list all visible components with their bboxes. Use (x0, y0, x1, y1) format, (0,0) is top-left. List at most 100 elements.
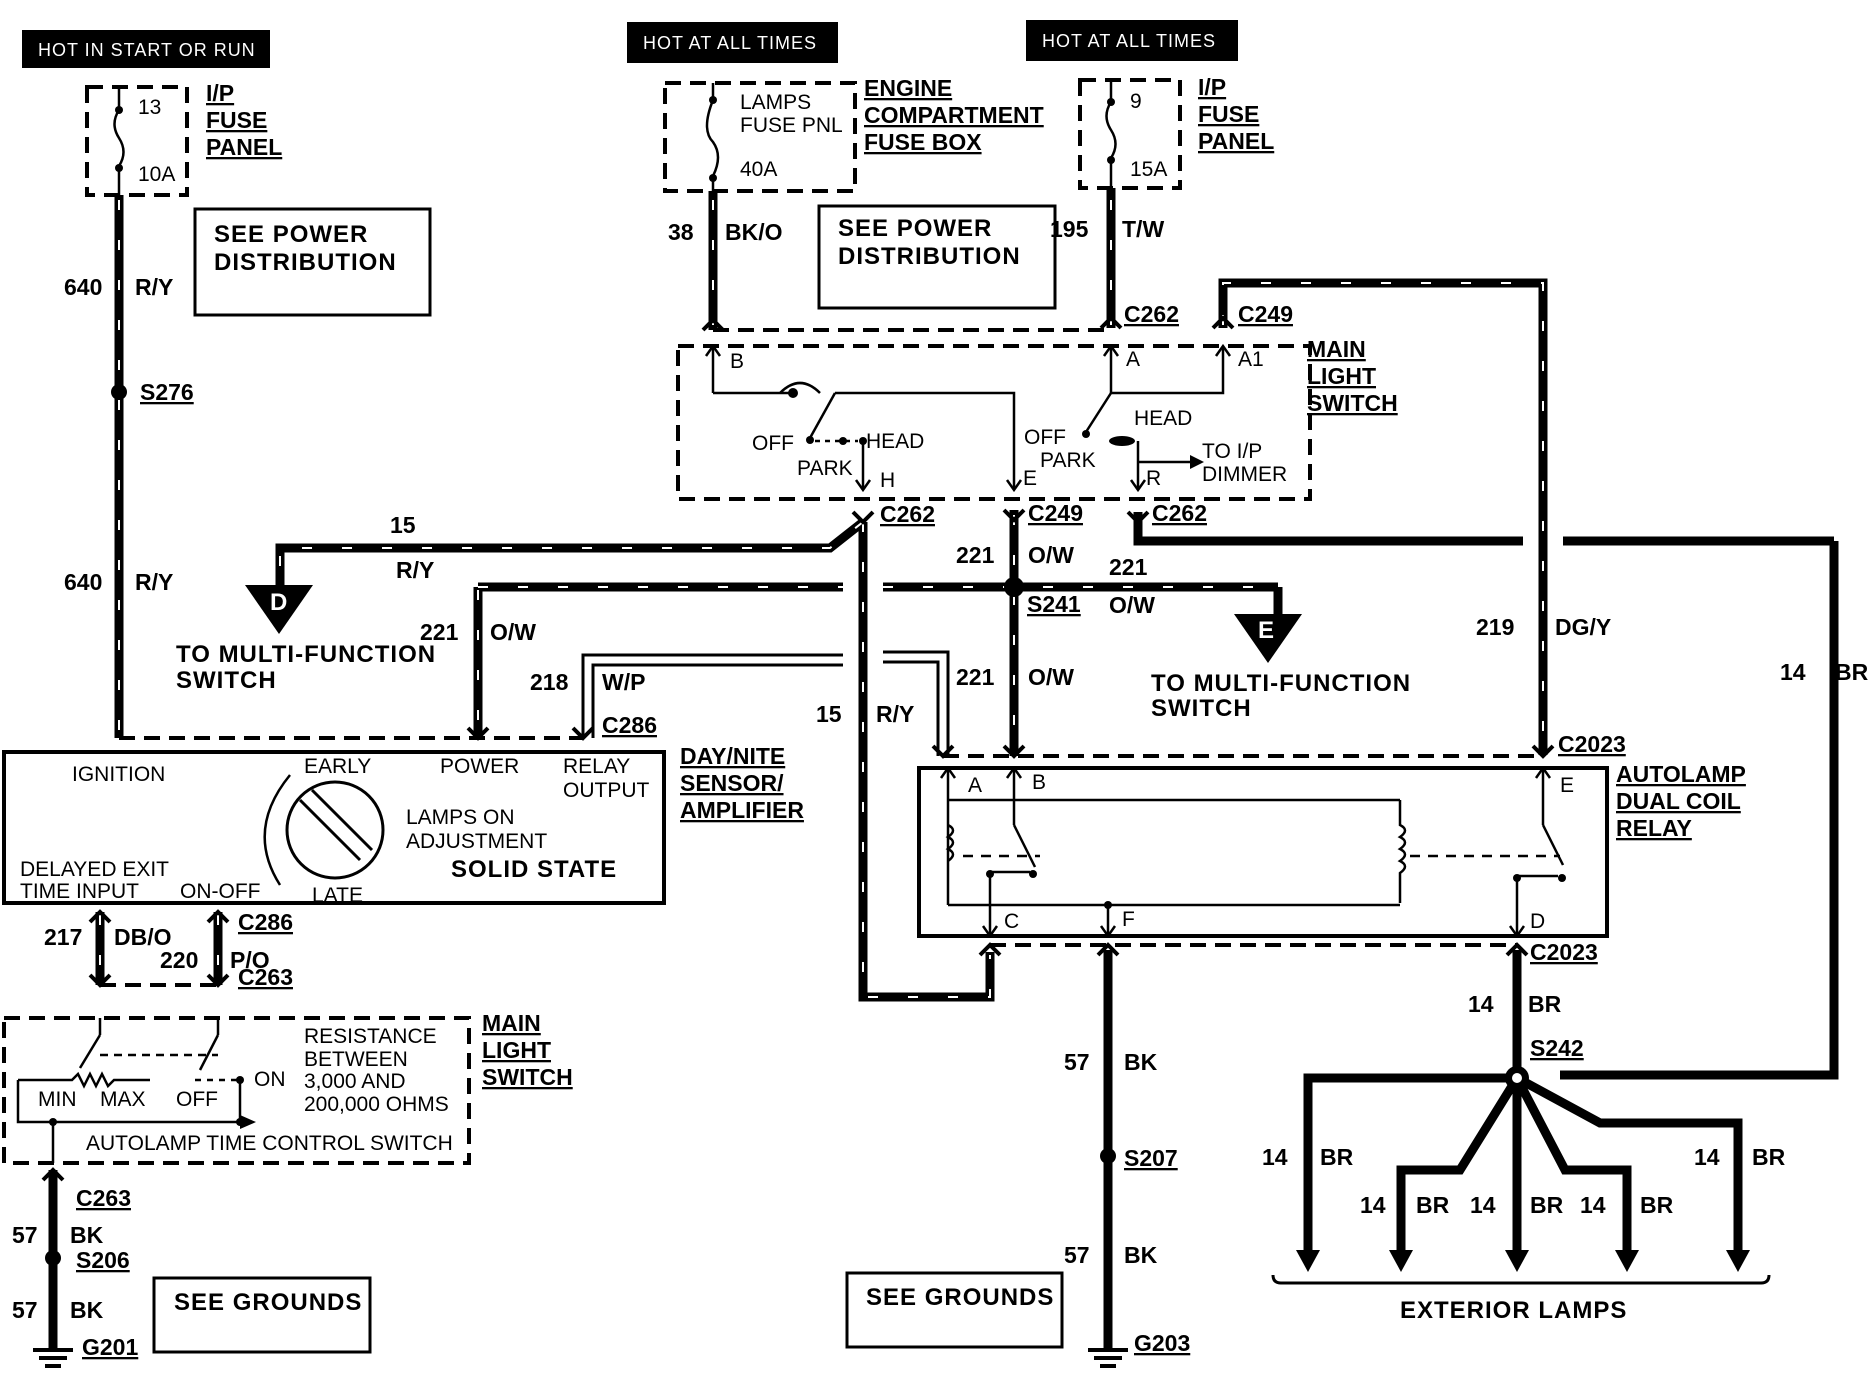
svg-text:C263: C263 (76, 1185, 131, 1211)
svg-text:R/Y: R/Y (396, 557, 434, 583)
svg-text:H: H (880, 469, 895, 492)
svg-text:38: 38 (668, 219, 694, 245)
svg-text:A: A (1126, 348, 1140, 371)
svg-text:A1: A1 (1238, 348, 1264, 371)
svg-text:RELAY: RELAY (1616, 815, 1692, 841)
svg-text:C249: C249 (1028, 500, 1083, 526)
svg-text:RESISTANCE: RESISTANCE (304, 1025, 437, 1048)
svg-text:EARLY: EARLY (304, 755, 371, 778)
svg-text:221: 221 (956, 542, 995, 568)
svg-text:TO I/P: TO I/P (1202, 440, 1262, 463)
svg-text:14: 14 (1360, 1192, 1386, 1218)
svg-text:C262: C262 (1152, 500, 1207, 526)
svg-text:57: 57 (12, 1297, 38, 1323)
svg-text:LIGHT: LIGHT (482, 1037, 551, 1063)
svg-text:FUSE PNL: FUSE PNL (740, 114, 843, 137)
svg-text:BK/O: BK/O (725, 219, 783, 245)
svg-text:DISTRIBUTION: DISTRIBUTION (214, 249, 397, 276)
svg-text:SEE GROUNDS: SEE GROUNDS (174, 1289, 362, 1316)
svg-text:SEE GROUNDS: SEE GROUNDS (866, 1284, 1054, 1311)
fuse-right-panel-label: I/P FUSE PANEL (1198, 74, 1274, 154)
svg-text:AMPLIFIER: AMPLIFIER (680, 797, 804, 823)
fuse-left-panel-label: I/P FUSE PANEL (206, 80, 282, 160)
svg-text:57: 57 (1064, 1049, 1090, 1075)
header-hot-all-times-2: HOT AT ALL TIMES (1026, 20, 1238, 61)
svg-text:G201: G201 (82, 1334, 138, 1360)
svg-text:SENSOR/: SENSOR/ (680, 770, 784, 796)
day-nite-sensor-label: DAY/NITE SENSOR/ AMPLIFIER (680, 743, 804, 823)
svg-text:14: 14 (1694, 1144, 1720, 1170)
svg-text:C2023: C2023 (1558, 731, 1626, 757)
day-nite-sensor: IGNITION EARLY POWER RELAY OUTPUT LAMPS … (2, 736, 666, 907)
svg-text:MAX: MAX (100, 1088, 146, 1111)
svg-text:R: R (1146, 467, 1161, 490)
svg-text:ENGINE: ENGINE (864, 75, 952, 101)
svg-text:OFF: OFF (1024, 426, 1066, 449)
svg-text:S206: S206 (76, 1247, 130, 1273)
svg-text:R/Y: R/Y (876, 701, 914, 727)
svg-text:POWER: POWER (440, 755, 519, 778)
svg-text:3,000 AND: 3,000 AND (304, 1070, 406, 1093)
svg-text:LATE: LATE (312, 884, 363, 907)
svg-text:195: 195 (1050, 216, 1089, 242)
svg-text:IGNITION: IGNITION (72, 763, 165, 786)
svg-text:640: 640 (64, 274, 102, 300)
note-see-grounds-2: SEE GROUNDS (845, 1271, 1064, 1349)
svg-text:217: 217 (44, 924, 82, 950)
svg-text:BR: BR (1640, 1192, 1674, 1218)
svg-text:SOLID STATE: SOLID STATE (451, 856, 617, 883)
svg-text:R/Y: R/Y (135, 569, 173, 595)
svg-text:OFF: OFF (752, 432, 794, 455)
svg-text:BR: BR (1320, 1144, 1354, 1170)
svg-text:I/P: I/P (206, 80, 234, 106)
header-hot-start-run: HOT IN START OR RUN (22, 30, 270, 68)
fuse-right: 9 15A (1078, 78, 1182, 190)
svg-text:40A: 40A (740, 158, 777, 181)
svg-text:G203: G203 (1134, 1330, 1190, 1356)
svg-text:ON-OFF: ON-OFF (180, 880, 260, 903)
svg-text:T/W: T/W (1122, 216, 1164, 242)
note-see-power-distribution-2: SEE POWER DISTRIBUTION (817, 204, 1057, 310)
ground-g201 (33, 1348, 73, 1368)
svg-text:14: 14 (1468, 991, 1494, 1017)
svg-text:HEAD: HEAD (866, 430, 924, 453)
svg-text:BR: BR (1528, 991, 1562, 1017)
svg-text:FUSE BOX: FUSE BOX (864, 129, 982, 155)
svg-text:C262: C262 (1124, 301, 1179, 327)
svg-text:HOT IN START OR RUN: HOT IN START OR RUN (38, 40, 256, 60)
exterior-lamps-label: EXTERIOR LAMPS (1400, 1297, 1627, 1324)
svg-text:SEE POWER: SEE POWER (838, 215, 992, 242)
svg-text:221: 221 (420, 619, 459, 645)
svg-text:SWITCH: SWITCH (176, 667, 277, 694)
svg-text:BK: BK (1124, 1242, 1158, 1268)
svg-text:FUSE: FUSE (1198, 101, 1259, 127)
wire-218 (581, 650, 950, 756)
wire-labels: 640 R/Y 640 R/Y 38 BK/O 195 T/W 15 R/Y 1… (12, 216, 1869, 1323)
wire-stripes (99, 200, 1544, 998)
svg-text:S242: S242 (1530, 1035, 1584, 1061)
svg-text:15: 15 (390, 512, 416, 538)
svg-text:PARK: PARK (1040, 449, 1096, 472)
svg-text:LAMPS ON: LAMPS ON (406, 806, 515, 829)
svg-text:HOT AT ALL TIMES: HOT AT ALL TIMES (1042, 31, 1216, 51)
connector-symbols (41, 315, 1555, 1182)
svg-text:S276: S276 (140, 379, 194, 405)
svg-text:OFF: OFF (176, 1088, 218, 1111)
note-see-power-distribution-1: SEE POWER DISTRIBUTION (193, 207, 432, 317)
svg-text:AUTOLAMP: AUTOLAMP (1616, 761, 1746, 787)
svg-text:15: 15 (816, 701, 842, 727)
svg-text:220: 220 (160, 947, 198, 973)
svg-text:PANEL: PANEL (1198, 128, 1274, 154)
svg-text:D: D (270, 589, 288, 616)
svg-text:BR: BR (1835, 659, 1869, 685)
svg-text:D: D (1530, 910, 1545, 933)
ground-g203 (1088, 1348, 1128, 1368)
svg-text:BR: BR (1752, 1144, 1786, 1170)
svg-text:C262: C262 (880, 501, 935, 527)
svg-text:DG/Y: DG/Y (1555, 614, 1611, 640)
svg-text:TO MULTI-FUNCTION: TO MULTI-FUNCTION (1151, 670, 1411, 697)
svg-text:FUSE: FUSE (206, 107, 267, 133)
svg-text:AUTOLAMP TIME CONTROL SWITCH: AUTOLAMP TIME CONTROL SWITCH (86, 1132, 453, 1155)
svg-text:BR: BR (1416, 1192, 1450, 1218)
